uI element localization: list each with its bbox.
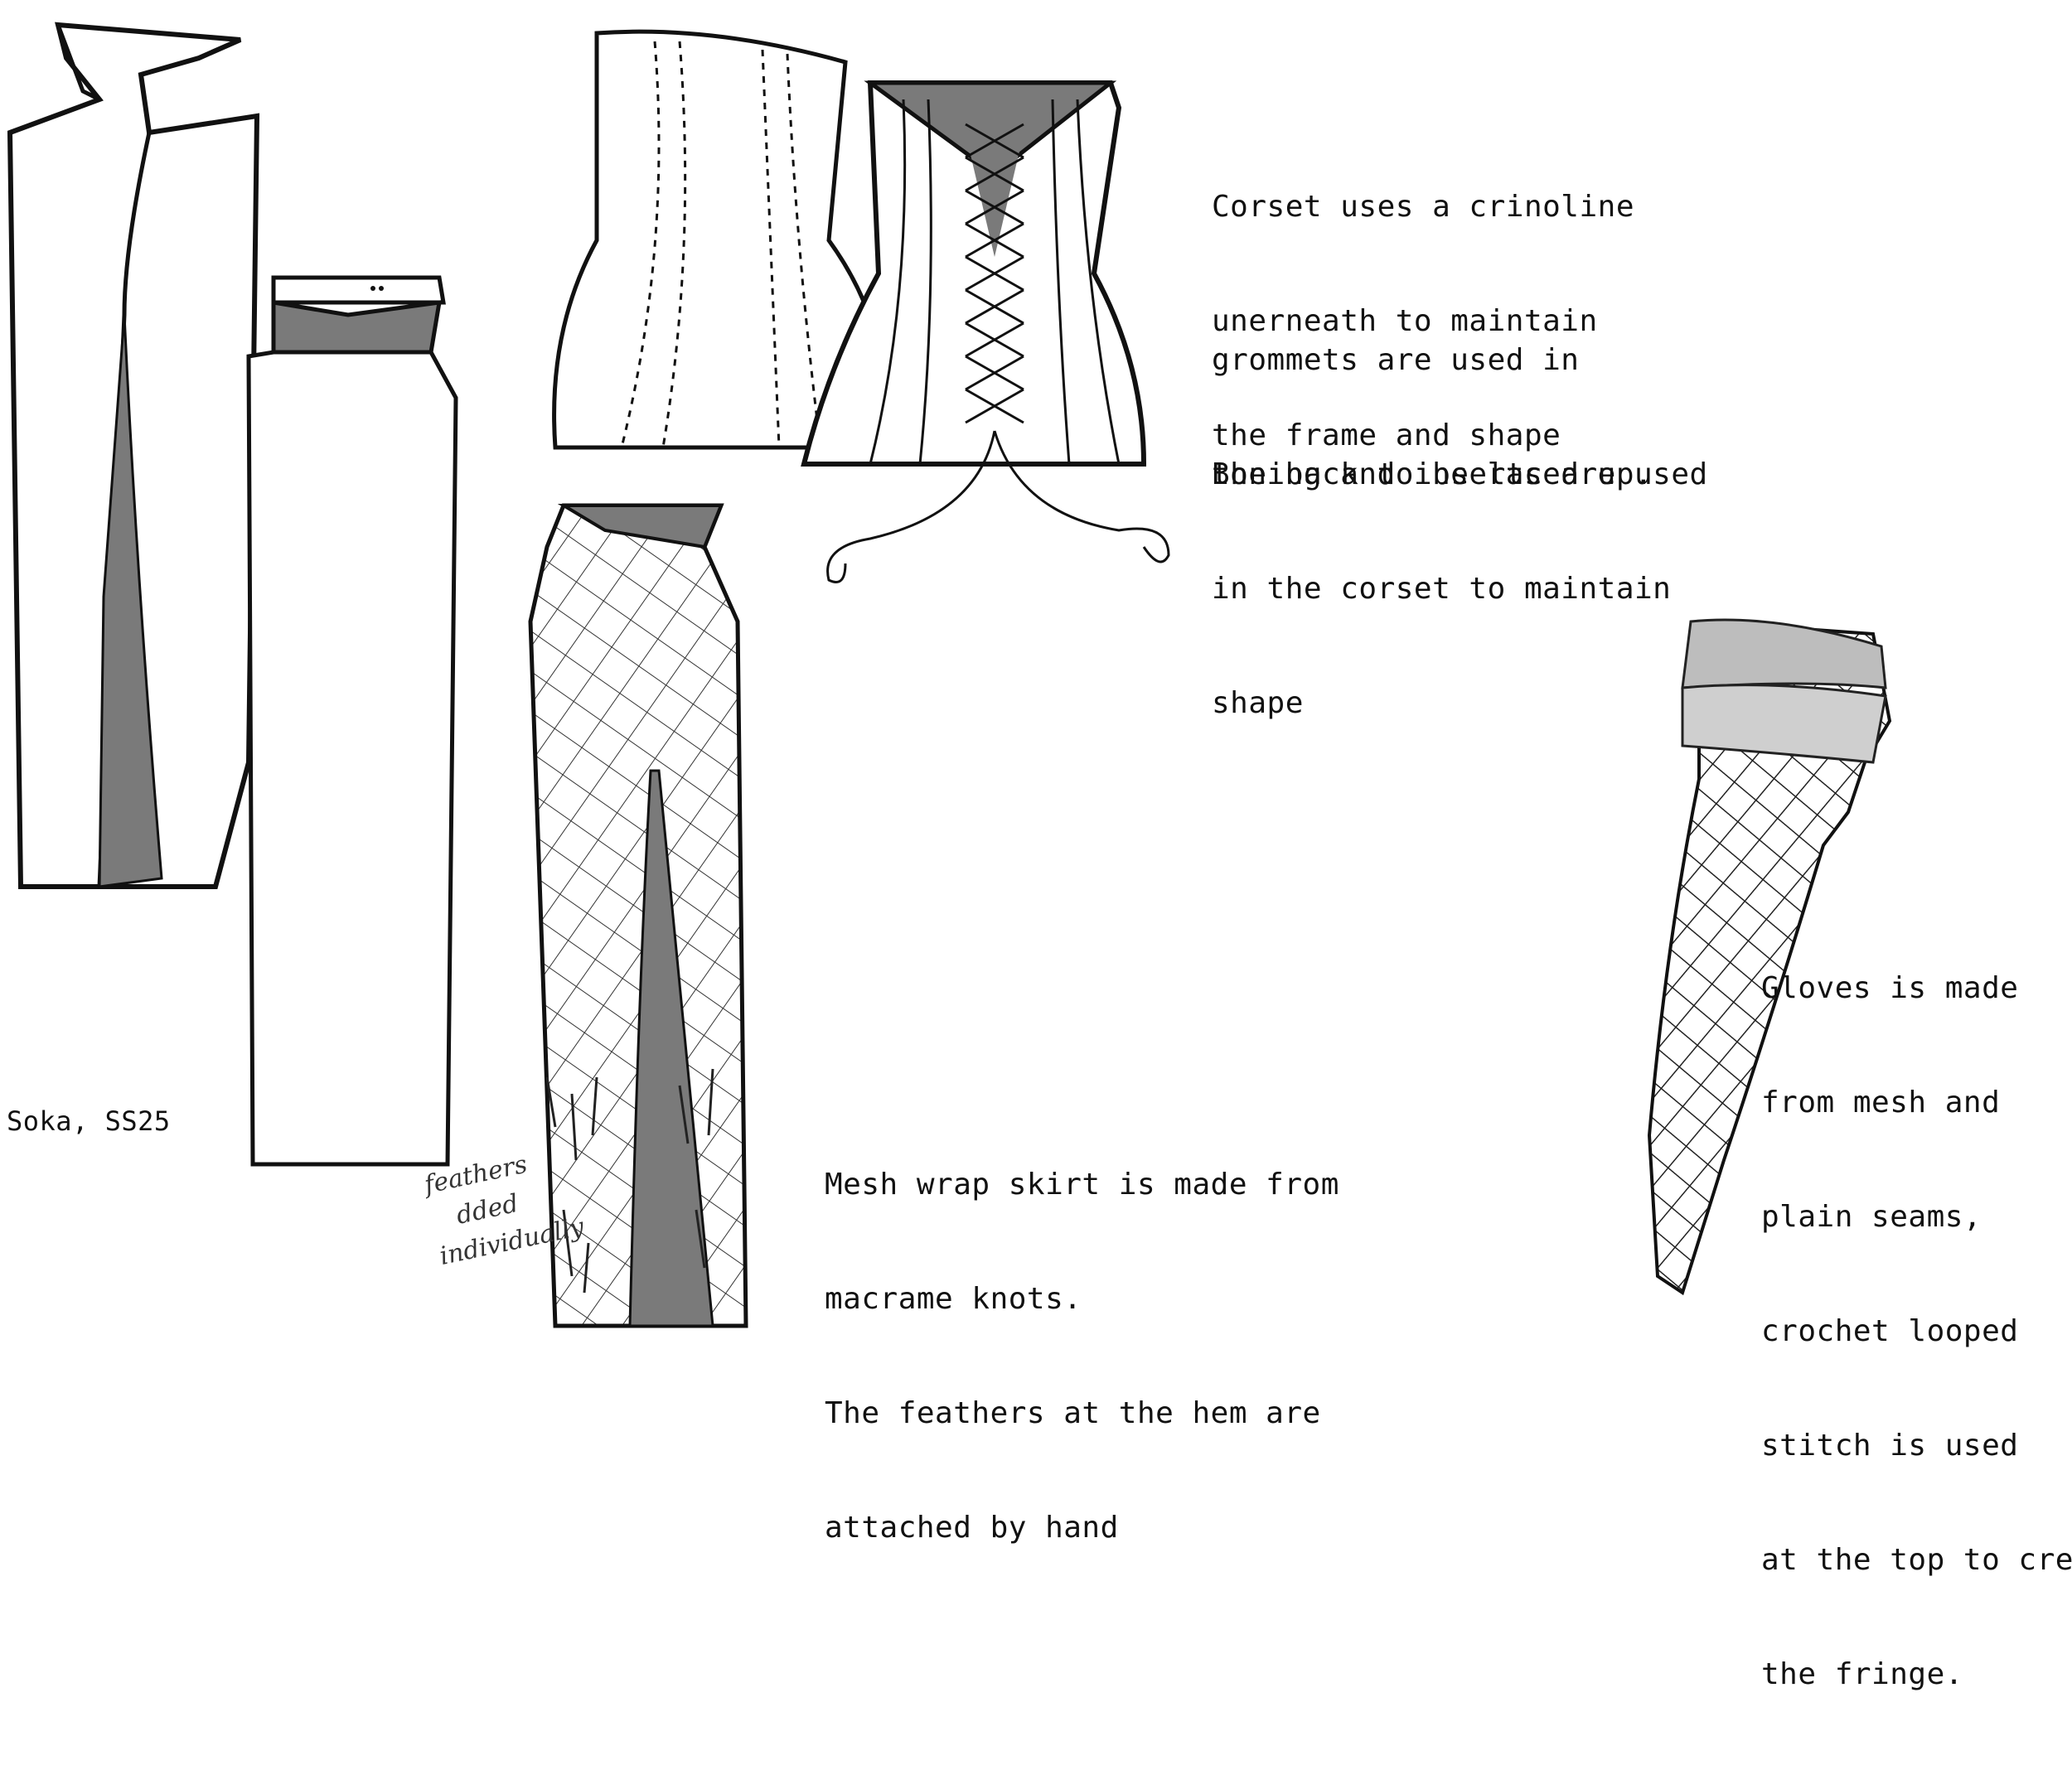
collection-label-text: Soka, SS25 <box>7 1105 171 1137</box>
note-line: Gloves is made <box>1761 971 2019 1005</box>
note-line: at the top to creat <box>1761 1543 2072 1577</box>
note-line: stitch is used <box>1761 1429 2019 1463</box>
note-line: shape <box>1212 686 1304 720</box>
glove-sketch <box>1647 618 1892 1296</box>
note-line: Boning and inserts are used <box>1212 457 1708 491</box>
mesh-skirt-sketch <box>528 503 748 1328</box>
corset-note-grommets: grommets are used in the back to be lace… <box>1212 265 1653 570</box>
note-line: in the corset to maintain <box>1212 572 1672 606</box>
corset-note-crinoline: Corset uses a crinoline unerneath to mai… <box>1212 112 1634 531</box>
sketch-canvas: Corset uses a crinoline unerneath to mai… <box>7 22 2072 1691</box>
note-line: Mesh wrap skirt is made from <box>825 1168 1339 1202</box>
note-line: Corset uses a crinoline <box>1212 190 1634 224</box>
note-line: macrame knots. <box>825 1282 1082 1316</box>
note-line: unerneath to maintain <box>1212 304 1598 338</box>
note-line: from mesh and <box>1761 1086 2001 1120</box>
corset-note-boning: Boning and inserts are used in the corse… <box>1212 380 1708 799</box>
glove-note: Gloves is made from mesh and plain seams… <box>1761 893 2072 1770</box>
note-line: grommets are used in <box>1212 343 1580 377</box>
note-line: crochet looped <box>1761 1314 2019 1348</box>
note-line: the fringe. <box>1761 1657 1963 1691</box>
wrap-dress-sketch <box>7 22 260 889</box>
note-line: the frame and shape <box>1212 418 1561 452</box>
note-line: the back to be laced up. <box>1212 457 1653 491</box>
note-line: The feathers at the hem are <box>825 1396 1321 1430</box>
note-line: attached by hand <box>825 1511 1119 1545</box>
note-line: plain seams, <box>1761 1200 1982 1234</box>
collection-label: Soka, SS25 <box>7 1026 171 1216</box>
skirt-note: Mesh wrap skirt is made from macrame kno… <box>825 1090 1339 1623</box>
corset-back-sketch <box>801 80 1170 583</box>
skirt-sketch <box>246 275 458 1167</box>
